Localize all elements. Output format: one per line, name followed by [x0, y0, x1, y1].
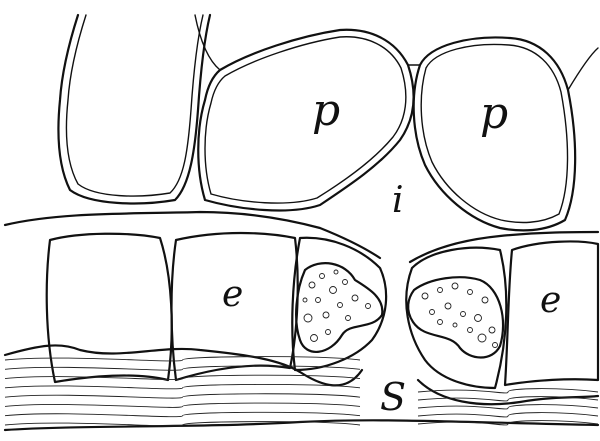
cuticle-hatch-line [418, 405, 598, 409]
granule [326, 330, 331, 335]
granule [320, 274, 325, 279]
parenchyma-cell-left-partial [58, 15, 210, 203]
granule [311, 335, 318, 342]
epidermal-cell-far-left [47, 234, 172, 382]
granule [422, 293, 428, 299]
granule [438, 320, 443, 325]
granule [468, 328, 473, 333]
cuticle-hatch-line [5, 357, 360, 361]
cuticle-hatch-line [418, 413, 598, 417]
label-epidermal-cell-left: e [222, 274, 243, 315]
granule [452, 283, 458, 289]
granule [482, 297, 488, 303]
epidermis-upper-boundary-right [410, 232, 598, 262]
granule [343, 280, 348, 285]
granule [334, 270, 338, 274]
cuticle-hatch-line [5, 422, 360, 426]
label-parenchyma-right: p [480, 88, 508, 139]
guard-cell-right [406, 248, 506, 388]
granule [438, 288, 443, 293]
cuticle-hatch-line [5, 403, 360, 407]
parenchyma-cell-left-partial-inner [66, 15, 203, 196]
epidermis-upper-boundary-left [5, 212, 380, 258]
guard-cell-granules [303, 270, 498, 348]
granule [493, 343, 498, 348]
granule [304, 314, 312, 322]
epidermis-layer [5, 212, 598, 430]
label-intercellular-space: i [392, 180, 404, 221]
cuticle-hatch-line [418, 389, 598, 393]
parenchyma-cell-left [198, 30, 413, 211]
label-stoma: S [380, 375, 406, 419]
cuticle-hatch-line [5, 394, 360, 398]
granule [346, 316, 351, 321]
granule [330, 287, 337, 294]
label-parenchyma-left: p [312, 85, 340, 136]
granule [338, 303, 343, 308]
granule [445, 303, 451, 309]
granule [461, 312, 466, 317]
epidermis-lower-boundary-left [5, 345, 362, 385]
cuticle-hatch-line [5, 384, 360, 388]
granule [366, 304, 371, 309]
cuticle-hatch-line [5, 412, 360, 416]
label-epidermal-cell-right: e [540, 280, 561, 321]
granule [489, 327, 495, 333]
granule [475, 315, 482, 322]
granule [468, 290, 473, 295]
granule [478, 334, 486, 342]
parenchyma-junction-top-right [568, 48, 598, 90]
granule [316, 298, 321, 303]
granule [352, 295, 358, 301]
granule [453, 323, 457, 327]
granule [323, 312, 329, 318]
granule [309, 282, 315, 288]
cuticle-hatching [5, 357, 598, 426]
granule [303, 298, 307, 302]
granule [430, 310, 435, 315]
